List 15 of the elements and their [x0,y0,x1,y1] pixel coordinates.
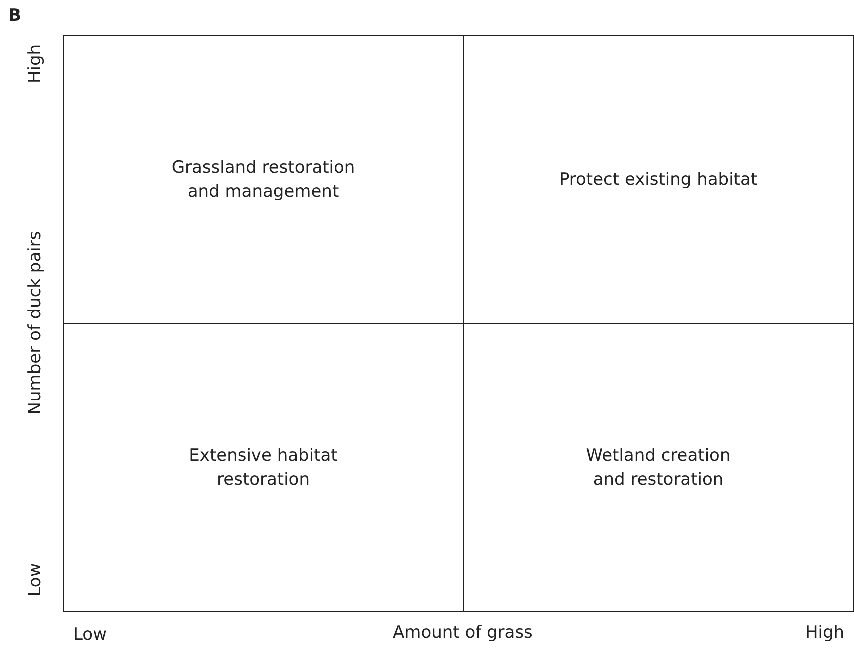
panel-letter: B [8,6,22,26]
axis-tick-label: High [25,44,46,84]
quadrant-label: Grassland restoration and management [170,156,356,204]
quadrant-label: Wetland creation and restoration [585,444,732,492]
quadrant-label: Protect existing habitat [559,168,758,192]
axis-title: Amount of grass [393,623,533,643]
quadrant-label: Extensive habitat restoration [188,444,339,492]
axis-title: Number of duck pairs [25,231,46,415]
quadrant-box [63,323,464,612]
axis-tick-label: Low [74,625,107,645]
axis-tick-label: Low [25,563,46,597]
quadrant-box [463,35,854,324]
axis-tick-label: High [806,623,845,643]
quadrant-box [463,323,854,612]
quadrant-box [63,35,464,324]
